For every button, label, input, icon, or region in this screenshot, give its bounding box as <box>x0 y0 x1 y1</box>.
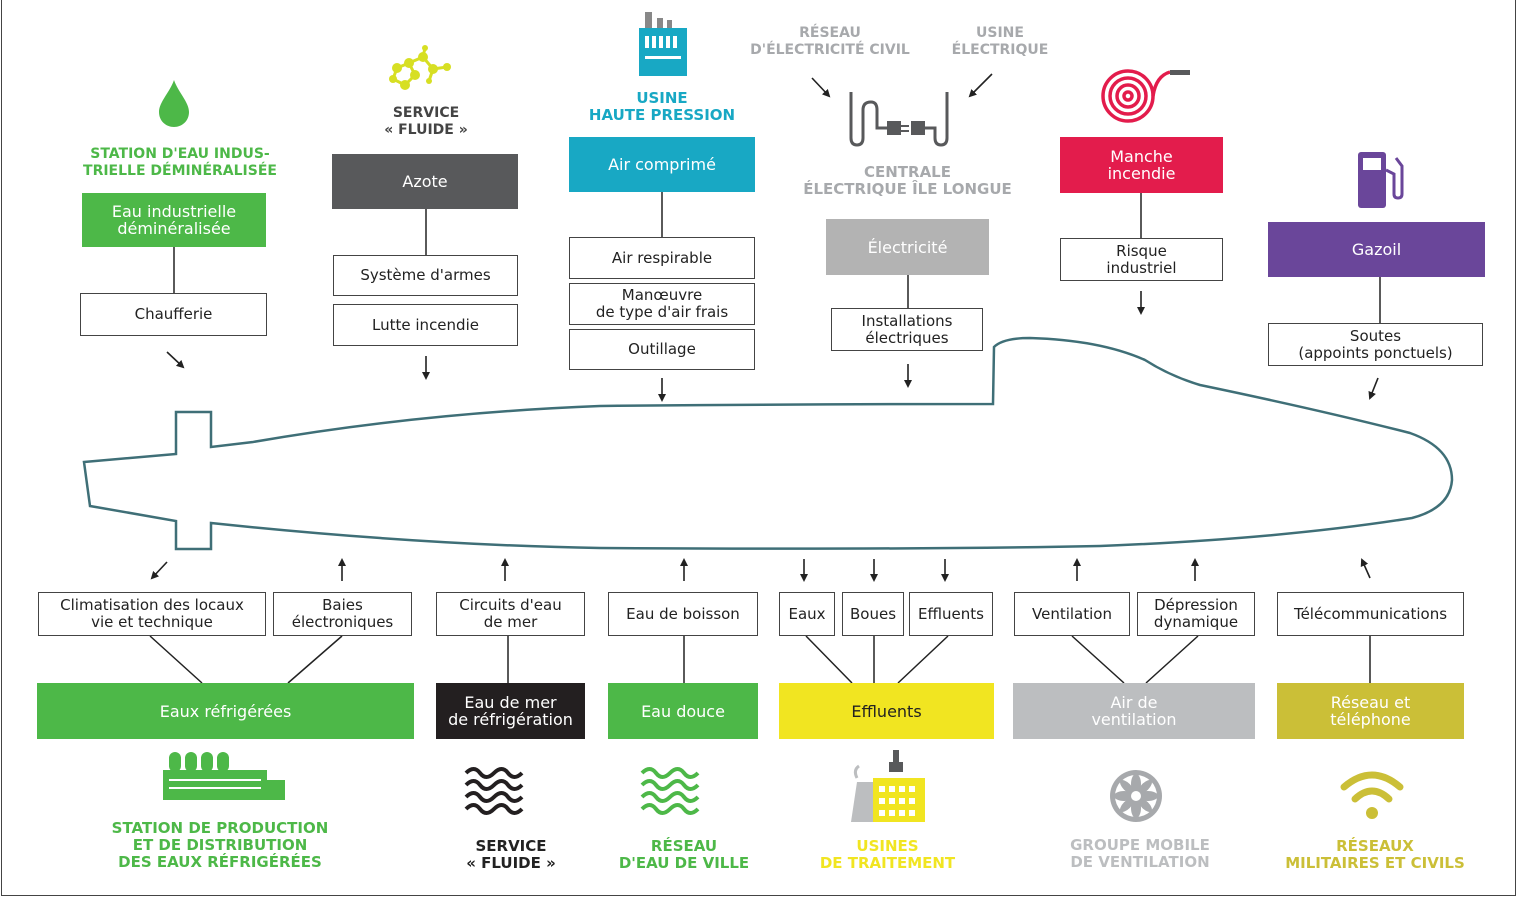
connector-line <box>897 635 949 684</box>
connector-line <box>805 635 853 684</box>
telecommunications-box: Télécommunications <box>1277 592 1464 636</box>
eau-douce-box: Eau douce <box>608 683 758 739</box>
air-respirable-box: Air respirable <box>569 237 755 279</box>
effluents-box: Effluents <box>779 683 994 739</box>
risque-industriel-box: Risque industriel <box>1060 238 1223 281</box>
connector-line <box>287 635 343 684</box>
submarine-hull <box>82 336 1454 551</box>
eaux-refrigerees-box: Eaux réfrigérées <box>37 683 414 739</box>
manoeuvre-box: Manœuvre de type d'air frais <box>569 283 755 325</box>
eau-de-boisson-box: Eau de boisson <box>608 592 758 636</box>
chiller-station-icon <box>163 752 285 800</box>
connector-line <box>149 635 203 684</box>
arrow <box>811 77 831 98</box>
plug-icon <box>849 92 949 147</box>
usines-traitement-title: USINES DE TRAITEMENT <box>819 837 956 872</box>
factory-icon <box>639 12 687 76</box>
arrow <box>166 351 185 369</box>
treatment-plant-icon <box>851 750 925 822</box>
arrow <box>150 561 168 580</box>
water-waves-icon <box>640 767 700 815</box>
ventilation-box: Ventilation <box>1014 592 1130 636</box>
azote-box: Azote <box>332 154 518 209</box>
eaux-box: Eaux <box>779 592 835 636</box>
lutte-incendie-box: Lutte incendie <box>333 304 518 346</box>
wifi-icon <box>1340 771 1404 819</box>
groupe-mobile-title: GROUPE MOBILE DE VENTILATION <box>1070 836 1210 871</box>
arrow <box>968 73 993 98</box>
climatisation-box: Climatisation des locaux vie et techniqu… <box>38 592 266 636</box>
reseaux-militaires-title: RÉSEAUX MILITAIRES ET CIVILS <box>1285 837 1465 872</box>
eau-de-mer-box: Eau de mer de réfrigération <box>436 683 585 739</box>
gazoil-box: Gazoil <box>1268 222 1485 277</box>
reseau-civil-label: RÉSEAU D'ÉLECTRICITÉ CIVIL <box>750 25 910 58</box>
usine-electrique-label: USINE ÉLECTRIQUE <box>951 25 1049 58</box>
centrale-title: CENTRALE ÉLECTRIQUE ÎLE LONGUE <box>803 163 1012 198</box>
air-ventilation-box: Air de ventilation <box>1013 683 1255 739</box>
connector-line <box>1071 635 1125 684</box>
water-drop-icon <box>159 80 189 127</box>
depression-dynamique-box: Dépression dynamique <box>1137 592 1255 636</box>
service-fluide-top-title: SERVICE « FLUIDE » <box>384 105 468 138</box>
fuel-pump-icon <box>1358 152 1404 208</box>
chaufferie-box: Chaufferie <box>80 293 267 336</box>
outillage-box: Outillage <box>569 329 755 370</box>
service-fluide-bottom-title: SERVICE « FLUIDE » <box>466 837 556 872</box>
waves-icon <box>464 767 524 815</box>
arrow <box>1368 377 1379 400</box>
reseau-eau-ville-title: RÉSEAU D'EAU DE VILLE <box>618 837 750 872</box>
fire-hose-icon <box>1101 69 1190 123</box>
molecule-icon <box>389 45 451 90</box>
boues-box: Boues <box>842 592 904 636</box>
connector-line <box>1145 635 1199 684</box>
arrow <box>1360 558 1371 579</box>
electricite-box: Électricité <box>826 219 989 275</box>
soutes-box: Soutes (appoints ponctuels) <box>1268 323 1483 366</box>
effluents-sub-box: Effluents <box>909 592 993 636</box>
circuits-eau-mer-box: Circuits d'eau de mer <box>436 592 585 636</box>
systeme-armes-box: Système d'armes <box>333 255 518 296</box>
usine-hp-title: USINE HAUTE PRESSION <box>588 89 736 124</box>
eau-industrielle-box: Eau industrielle déminéralisée <box>82 193 266 247</box>
baies-electroniques-box: Baies électroniques <box>273 592 412 636</box>
air-comprime-box: Air comprimé <box>569 137 755 192</box>
station-production-title: STATION DE PRODUCTION ET DE DISTRIBUTION… <box>111 819 329 871</box>
installations-electriques-box: Installations électriques <box>831 308 983 351</box>
fan-icon <box>1110 770 1162 822</box>
manche-incendie-box: Manche incendie <box>1060 137 1223 193</box>
station-eau-title: STATION D'EAU INDUS- TRIELLE DÉMINÉRALIS… <box>83 146 277 179</box>
reseau-telephone-box: Réseau et téléphone <box>1277 683 1464 739</box>
